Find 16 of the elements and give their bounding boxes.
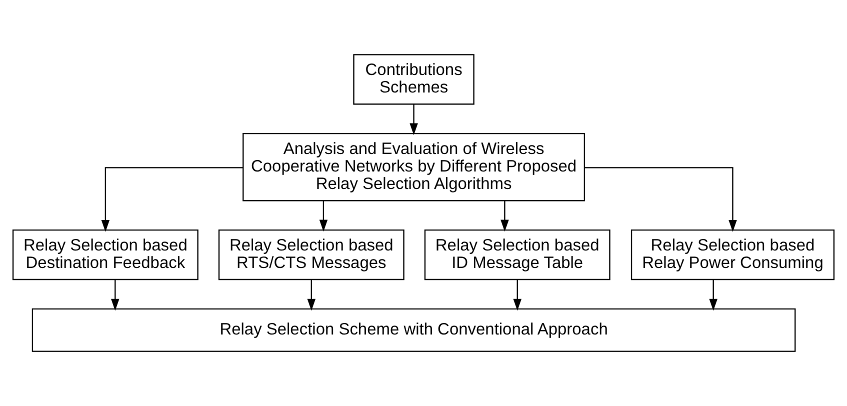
node-box: Relay Selection based ID Message Table <box>424 229 610 280</box>
arrow <box>709 280 718 311</box>
node-box: Contributions Schemes <box>353 54 474 105</box>
arrow <box>500 200 509 232</box>
arrow <box>513 280 522 311</box>
node-box: Relay Selection Scheme with Conventional Approach <box>32 308 796 352</box>
arrow <box>410 104 418 136</box>
node-box: Relay Selection based Relay Power Consuming <box>630 229 835 280</box>
arrow <box>584 167 737 232</box>
arrow <box>307 280 316 311</box>
node-box: Relay Selection based Destination Feedback <box>12 229 198 280</box>
node-box: Relay Selection based RTS/CTS Messages <box>218 229 404 280</box>
arrow <box>319 200 328 232</box>
node-box: Analysis and Evaluation of Wireless Cooperative Networks by Different Proposed Relay Selection Algorithms <box>242 132 586 202</box>
arrow <box>101 167 243 232</box>
arrow <box>111 280 120 311</box>
